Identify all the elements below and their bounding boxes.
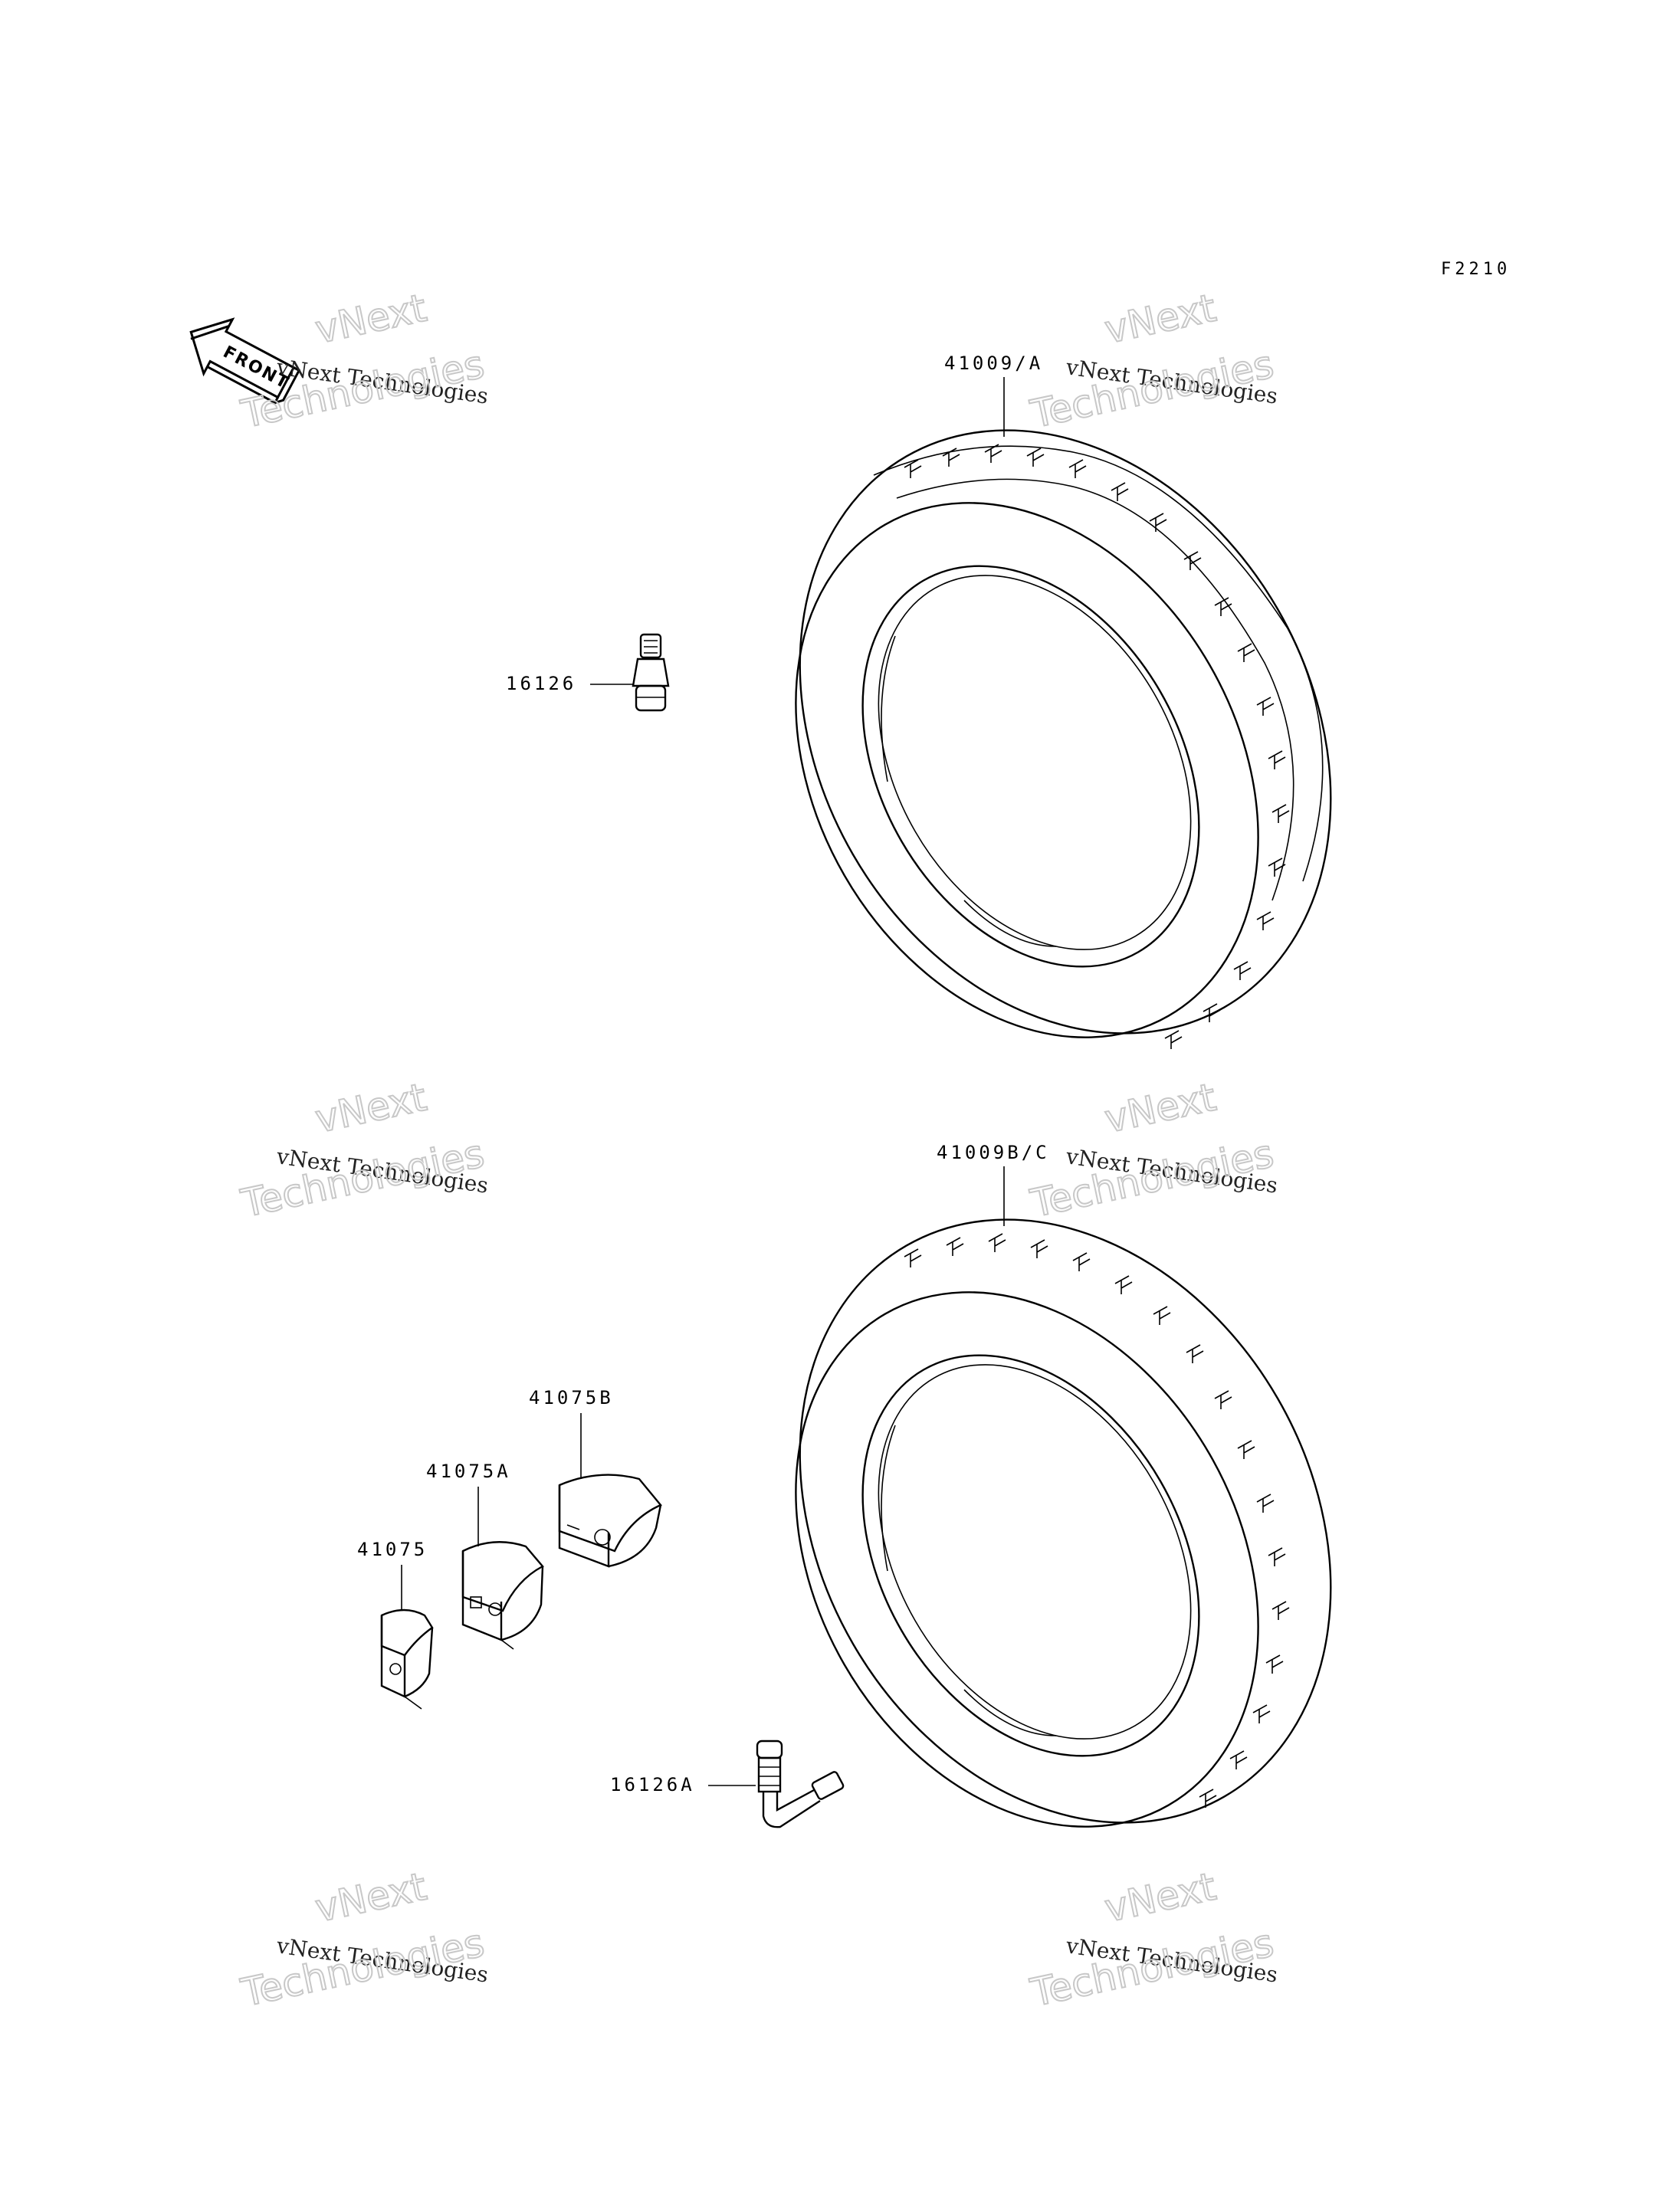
callout-weight-mid: 41075A: [426, 1461, 511, 1482]
svg-text:Technologies: Technologies: [1026, 1920, 1277, 2015]
svg-text:vNext: vNext: [1101, 286, 1219, 353]
svg-text:vNext: vNext: [1101, 1075, 1219, 1142]
callout-valve-angled: 16126A: [610, 1774, 695, 1795]
callout-weight-small: 41075: [357, 1539, 428, 1560]
svg-text:Technologies: Technologies: [1026, 342, 1277, 437]
watermark-2: vNext vNext Technologies Technologies: [1025, 285, 1279, 438]
valve-straight-icon: [632, 633, 670, 712]
svg-text:Technologies: Technologies: [237, 1920, 487, 2015]
svg-text:vNext: vNext: [311, 1075, 430, 1142]
watermark-4: vNext vNext Technologies Technologies: [1025, 1074, 1279, 1227]
tire-rear: [795, 429, 1332, 1050]
svg-text:Technologies: Technologies: [237, 342, 487, 437]
watermark-5: vNext vNext Technologies Technologies: [236, 1864, 490, 2016]
callout-weight-large: 41075B: [529, 1387, 614, 1408]
balance-weight-small-icon: [380, 1608, 434, 1710]
watermark-3: vNext vNext Technologies Technologies: [236, 1074, 490, 1227]
tread-pattern-front: [904, 1233, 1290, 1808]
callout-tire-front: 41009B/C: [937, 1142, 1050, 1163]
svg-text:vNext: vNext: [311, 286, 430, 353]
figure-ref: F2210: [1441, 260, 1511, 279]
callout-valve-straight: 16126: [506, 673, 576, 694]
svg-text:Technologies: Technologies: [1026, 1131, 1277, 1226]
callout-tire-rear: 41009/A: [944, 353, 1043, 374]
tread-pattern-rear: [873, 444, 1324, 1050]
balance-weight-large-icon: [558, 1474, 662, 1568]
svg-text:Technologies: Technologies: [237, 1131, 487, 1226]
svg-text:vNext: vNext: [1101, 1864, 1219, 1931]
svg-text:vNext: vNext: [311, 1864, 430, 1931]
balance-weight-mid-icon: [461, 1541, 544, 1650]
watermark-6: vNext vNext Technologies Technologies: [1025, 1864, 1279, 2016]
valve-angled-icon: [756, 1740, 845, 1828]
tire-front: [795, 1218, 1332, 1828]
